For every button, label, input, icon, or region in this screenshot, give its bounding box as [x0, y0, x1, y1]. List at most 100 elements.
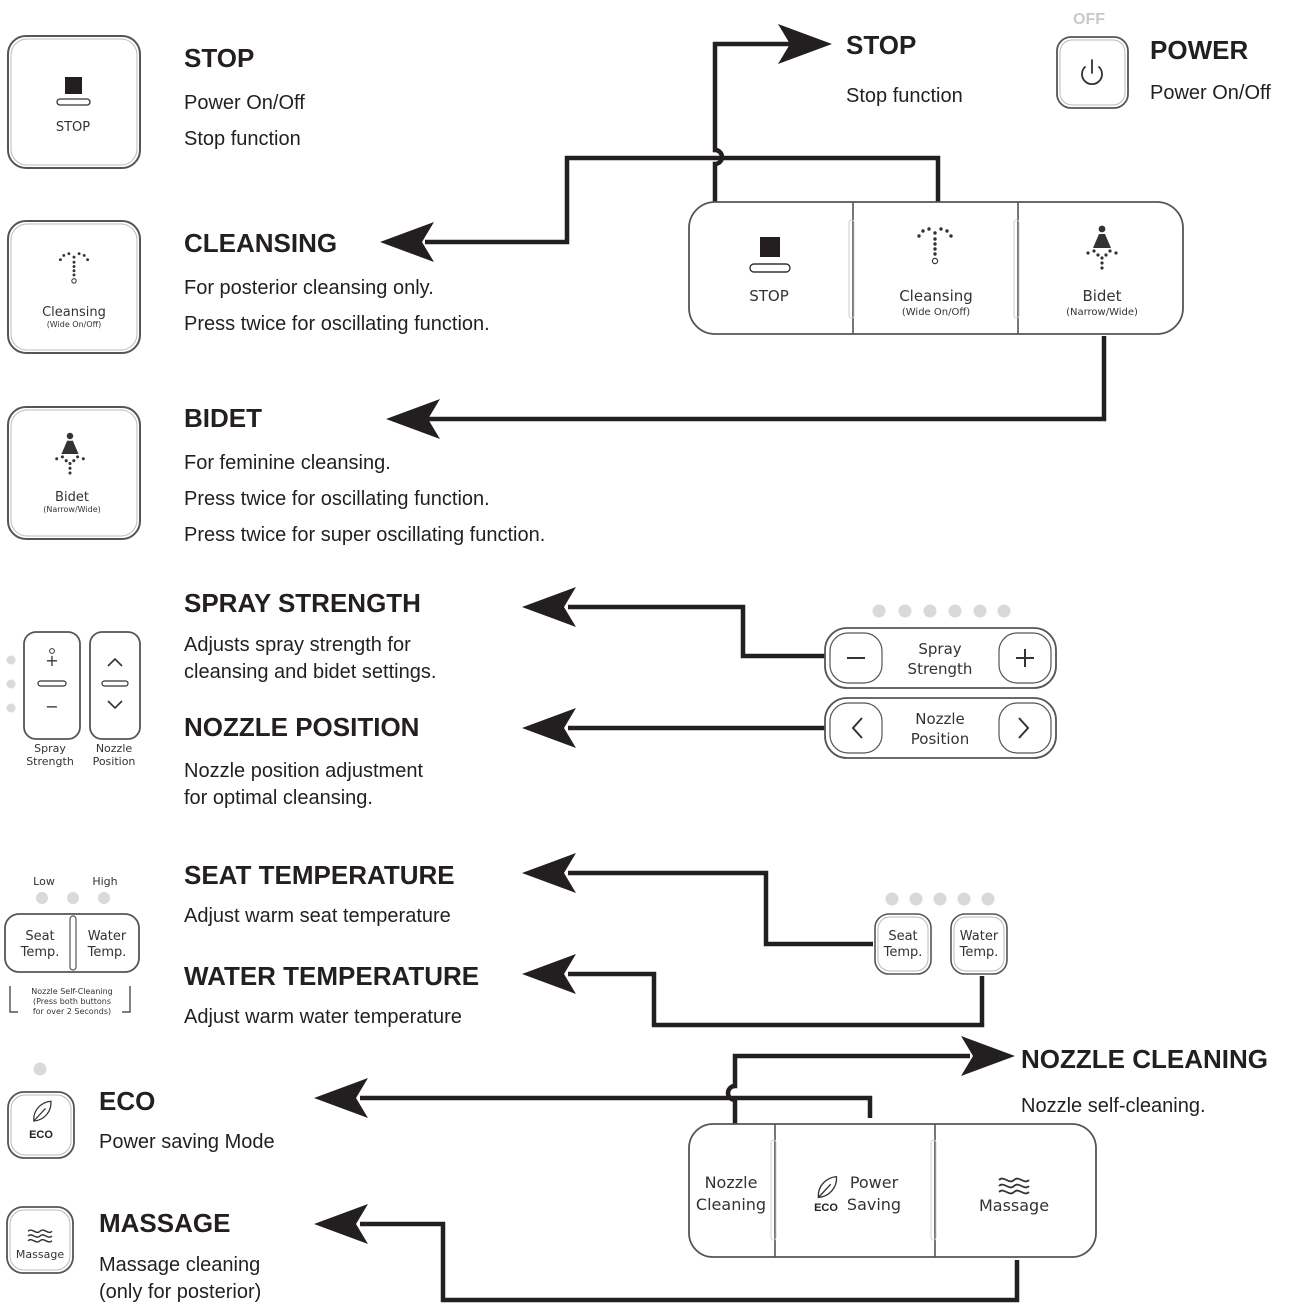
nozzle-cleaning-title: NOZZLE CLEANING — [1021, 1044, 1268, 1074]
nozzle-self-cleaning-note-line: for over 2 Seconds) — [33, 1007, 111, 1016]
panel-cleansing-sublabel: (Wide On/Off) — [902, 307, 970, 318]
spray-strength-panel: Spray Strength — [824, 604, 1057, 689]
massage-description: MASSAGE Massage cleaning (only for poste… — [99, 1208, 261, 1306]
nozzle-position-description: NOZZLE POSITION Nozzle position adjustme… — [184, 712, 423, 812]
stop-button-icon: STOP — [7, 35, 141, 169]
nozzle-position-desc-line: Nozzle position adjustment — [184, 760, 424, 782]
panel-nozzle-cleaning-label: Nozzle — [705, 1173, 758, 1192]
strength-indicator-dot — [6, 655, 16, 665]
bottom-control-panel: Nozzle Cleaning ECO Power Saving Massage — [688, 1123, 1097, 1258]
temp-level-dot — [909, 892, 923, 906]
nozzle-cleaning-desc-line: Nozzle self-cleaning. — [1021, 1095, 1206, 1117]
panel-cleansing-label: Cleansing — [899, 287, 973, 305]
power-icon — [1081, 59, 1103, 86]
bidet-button-sublabel: (Narrow/Wide) — [43, 505, 100, 514]
cleansing-title: CLEANSING — [184, 228, 338, 258]
high-label: High — [92, 875, 117, 888]
panel-water-label: Water — [960, 929, 999, 944]
cleansing-button-label: Cleansing — [42, 305, 106, 320]
eco-button-icon: ECO — [7, 1062, 75, 1159]
connector-lines — [360, 41, 1107, 1303]
panel-power-saving-button[interactable]: ECO Power Saving — [814, 1173, 901, 1214]
strength-level-dot — [973, 604, 987, 618]
chevron-up-icon — [107, 657, 123, 667]
water-temp-button[interactable]: Water Temp. — [950, 913, 1008, 975]
eco-title: ECO — [99, 1086, 156, 1116]
chevron-right-icon — [1018, 717, 1030, 739]
nozzle-back-button[interactable] — [829, 702, 883, 754]
nozzle-position-title: NOZZLE POSITION — [184, 712, 420, 742]
strength-indicator-dot — [6, 703, 16, 713]
panel-bidet-sublabel: (Narrow/Wide) — [1066, 307, 1138, 318]
arrow-right-stop — [778, 24, 832, 64]
arrow-left-nozzle-position — [522, 708, 576, 748]
temp-level-dot — [933, 892, 947, 906]
seat-temperature-description: SEAT TEMPERATURE Adjust warm seat temper… — [184, 860, 455, 934]
bidet-connector — [428, 336, 1107, 422]
spray-strength-desc-line: Adjusts spray strength for — [184, 634, 411, 656]
nozzle-forward-button[interactable] — [998, 702, 1052, 754]
strength-level-dot — [923, 604, 937, 618]
panel-eco-label: ECO — [814, 1202, 838, 1214]
nozzle-self-cleaning-note-line: Nozzle Self-Cleaning — [31, 987, 113, 996]
panel-strength-label: Strength — [908, 660, 973, 678]
panel-seat-temp-label: Temp. — [883, 945, 923, 960]
cleansing-button-icon: Cleansing (Wide On/Off) — [7, 220, 141, 354]
panel-position-label: Position — [911, 730, 969, 748]
arrow-left-bidet — [386, 399, 440, 439]
plus-icon: + — [45, 651, 58, 670]
nozzle-self-cleaning-note-line: (Press both buttons — [33, 997, 111, 1006]
stop-connector — [712, 41, 790, 202]
main-control-panel: STOP Cleansing (Wide On/Off) Bidet (Narr… — [688, 201, 1184, 335]
eco-desc-line: Power saving Mode — [99, 1131, 275, 1153]
temp-level-dot — [957, 892, 971, 906]
water-temperature-title: WATER TEMPERATURE — [184, 961, 480, 991]
cleansing-desc-line: For posterior cleansing only. — [184, 277, 434, 299]
stop-desc-line: Power On/Off — [184, 92, 305, 114]
temp-indicator-dot — [36, 892, 48, 904]
massage-desc-line: Massage cleaning — [99, 1254, 261, 1276]
strength-level-dot — [997, 604, 1011, 618]
chevron-left-icon — [851, 717, 863, 739]
temperature-buttons-icon: Low High Seat Temp. Water Temp. Nozzle S… — [4, 875, 140, 1016]
bidet-desc-line: Press twice for super oscillating functi… — [184, 524, 546, 546]
stop-description: STOP Power On/Off Stop function — [184, 43, 305, 157]
temp-indicator-dot — [67, 892, 79, 904]
panel-nozzle-cleaning-button[interactable]: Nozzle Cleaning — [696, 1173, 766, 1214]
spray-plus-button[interactable] — [998, 632, 1052, 684]
cleansing-desc-line: Press twice for oscillating function. — [184, 313, 490, 335]
stop-right-desc-line: Stop function — [846, 85, 963, 107]
panel-stop-button[interactable]: STOP — [749, 237, 791, 305]
nozzle-label: Nozzle — [96, 742, 133, 755]
panel-cleansing-button[interactable]: Cleansing (Wide On/Off) — [899, 226, 973, 318]
nozzle-cleaning-description: NOZZLE CLEANING Nozzle self-cleaning. — [1021, 1044, 1268, 1124]
panel-nozzle-label: Nozzle — [915, 710, 965, 728]
minus-icon: − — [45, 697, 58, 716]
spray-strength-title: SPRAY STRENGTH — [184, 588, 421, 618]
water-temperature-description: WATER TEMPERATURE Adjust warm water temp… — [184, 961, 479, 1035]
cleansing-button-sublabel: (Wide On/Off) — [47, 320, 102, 329]
panel-bidet-button[interactable]: Bidet (Narrow/Wide) — [1066, 225, 1138, 318]
spray-minus-button[interactable] — [829, 632, 883, 684]
nozzle-position-panel: Nozzle Position — [824, 697, 1057, 759]
eco-label: ECO — [29, 1129, 53, 1141]
spray-label: Spray — [34, 742, 66, 755]
panel-massage-button[interactable]: Massage — [979, 1177, 1049, 1215]
massage-title: MASSAGE — [99, 1208, 231, 1238]
arrow-left-eco — [314, 1078, 368, 1118]
seat-label: Seat — [25, 929, 54, 944]
water-temperature-desc-line: Adjust warm water temperature — [184, 1006, 462, 1028]
seat-temp-button[interactable]: Seat Temp. — [874, 913, 932, 975]
nozzle-position-desc-line: for optimal cleansing. — [184, 787, 373, 809]
panel-massage-label: Massage — [979, 1196, 1049, 1215]
panel-stop-label: STOP — [749, 287, 789, 305]
spray-nozzle-buttons-icon: + − Spray Strength Nozzle Position — [6, 631, 141, 768]
temp-indicator-dot — [98, 892, 110, 904]
strength-level-dot — [872, 604, 886, 618]
panel-bidet-label: Bidet — [1082, 287, 1121, 305]
panel-power-label: Power — [850, 1173, 899, 1192]
bidet-button-icon: Bidet (Narrow/Wide) — [7, 406, 141, 540]
bidet-desc-line: For feminine cleansing. — [184, 452, 391, 474]
seat-temperature-title: SEAT TEMPERATURE — [184, 860, 455, 890]
chevron-down-icon — [107, 700, 123, 710]
